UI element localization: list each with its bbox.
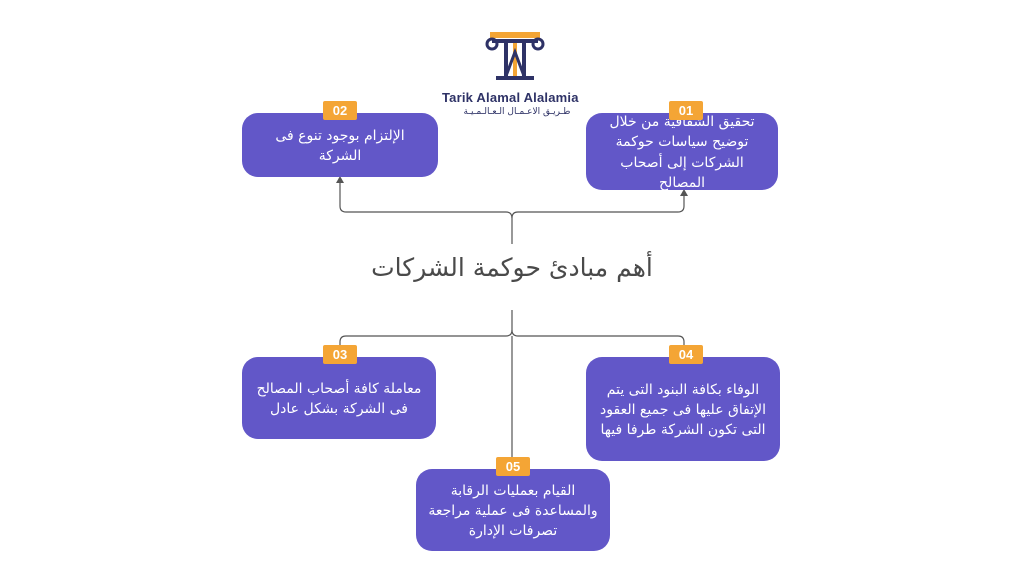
principle-text-02: الإلتزام بوجود تنوع فى الشركة: [275, 127, 405, 164]
principle-box-05: القيام بعمليات الرقابة والمساعدة فى عملي…: [416, 469, 610, 551]
connector-bottom-right: [511, 329, 685, 356]
principle-badge-04: 04: [669, 345, 703, 364]
principle-box-01: تحقيق الشفافية من خلال توضيح سياسات حوكم…: [586, 113, 778, 191]
diagram-title: أهم مبادئ حوكمة الشركات: [371, 253, 653, 282]
principle-badge-03: 03: [323, 345, 357, 364]
connector-top-right: [511, 191, 685, 219]
principle-box-04: الوفاء بكافة البنود التى يتم الإتفاق علي…: [586, 357, 780, 461]
company-logo: Tarik Alamal Alalamia طـريـق الاعـمـال ا…: [440, 30, 590, 120]
principle-text-04: الوفاء بكافة البنود التى يتم الإتفاق علي…: [600, 381, 766, 439]
principle-box-02: الإلتزام بوجود تنوع فى الشركة: [242, 113, 438, 177]
connector-bottom: [339, 310, 513, 356]
principle-text-01: تحقيق الشفافية من خلال توضيح سياسات حوكم…: [609, 113, 755, 191]
connector-top: [339, 178, 513, 244]
principle-badge-02: 02: [323, 101, 357, 120]
arrowhead-02: [336, 176, 344, 183]
logo-name-en: Tarik Alamal Alalamia: [442, 90, 579, 105]
logo-name-ar: طـريـق الاعـمـال الـعـالـمـيـة: [463, 107, 571, 117]
principle-text-05: القيام بعمليات الرقابة والمساعدة فى عملي…: [428, 482, 598, 540]
principle-badge-01: 01: [669, 101, 703, 120]
principle-box-03: معاملة كافة أصحاب المصالح فى الشركة بشكل…: [242, 357, 436, 439]
arrowhead-01: [680, 189, 688, 196]
pillar-icon: [485, 32, 545, 80]
principle-badge-05: 05: [496, 457, 530, 476]
principle-text-03: معاملة كافة أصحاب المصالح فى الشركة بشكل…: [256, 380, 422, 417]
